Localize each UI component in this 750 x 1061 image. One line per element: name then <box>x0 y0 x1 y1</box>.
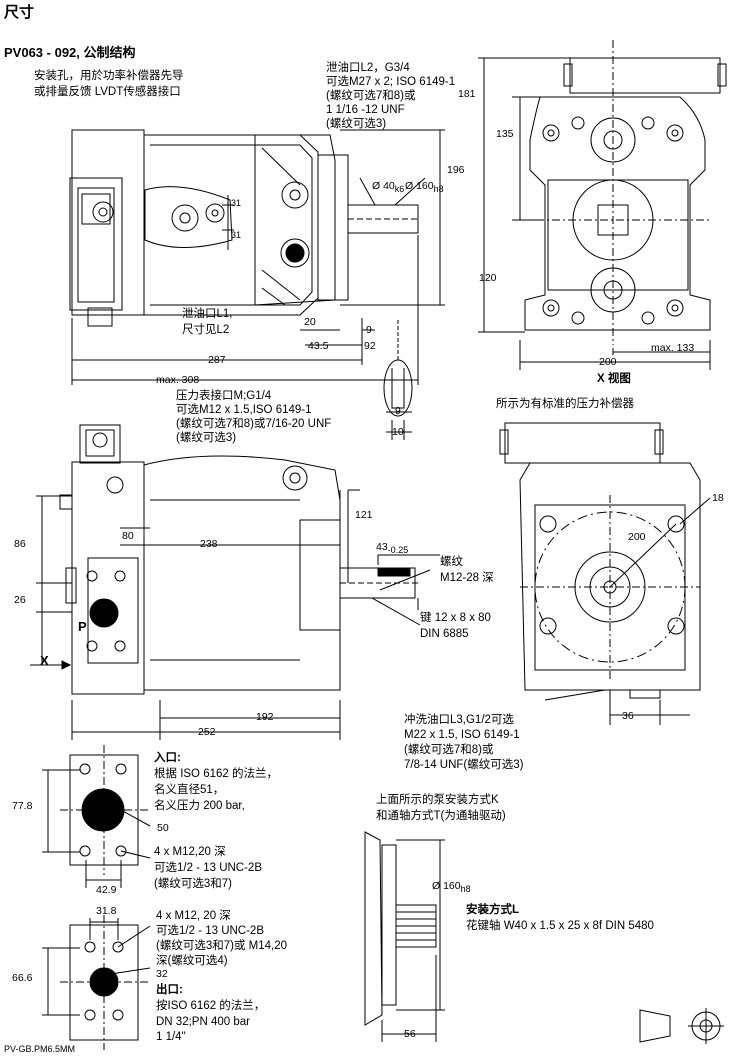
dim-181: 181 <box>458 88 476 100</box>
drain-l2-note-2: 可选M27 x 2; ISO 6149-1 <box>326 76 456 88</box>
dim-9-top: 9 <box>366 324 372 336</box>
drain-l2-note-3: (螺纹可选7和8)或 <box>326 90 416 102</box>
inlet-bolts-3: (螺纹可选3和7) <box>154 878 232 890</box>
front-view-outline <box>499 422 701 699</box>
top-view-dimensions <box>71 129 445 385</box>
dim-31-a: 31 <box>231 198 242 208</box>
gauge-port-note-1: 压力表接口M;G1/4 <box>176 390 272 402</box>
drain-l2-note-5: (螺纹可选3) <box>326 118 387 130</box>
dim-18: 18 <box>712 492 724 504</box>
spline-caption-1: 上面所示的泵安装方式K <box>376 794 499 806</box>
x-view-outline <box>520 40 727 345</box>
dim-36: 36 <box>622 710 634 722</box>
dim-252: 252 <box>198 726 216 738</box>
dim-max-133: max. 133 <box>651 342 695 354</box>
gauge-port-note-3: (螺纹可选7和8)或7/16-20 UNF <box>176 418 332 430</box>
dim-26: 26 <box>14 594 26 606</box>
dim-200-x: 200 <box>599 356 617 368</box>
outlet-bolts-3: (螺纹可选3和7)或 M14,20 <box>156 940 288 952</box>
dim-32: 32 <box>156 968 168 980</box>
x-view-caption: X 视图 <box>597 373 631 385</box>
shaft-diameter: Ø 40k6 <box>372 180 405 195</box>
flush-port-note-1: 冲洗油口L3,G1/2可选 <box>404 714 514 726</box>
drain-l2-note-1: 泄油口L2，G3/4 <box>326 62 410 74</box>
dim-80: 80 <box>122 530 134 542</box>
drain-l1-note-1: 泄油口L1, <box>182 308 233 320</box>
front-view-dimensions <box>544 497 711 725</box>
dim-56: 56 <box>404 1028 416 1040</box>
inlet-title: 入口: <box>154 752 181 764</box>
spline-caption-2: 和通轴方式T(为通轴驱动) <box>376 810 506 822</box>
gauge-port-note-4: (螺纹可选3) <box>176 432 237 444</box>
pilot-diameter: Ø 160h8 <box>405 180 444 195</box>
outlet-title: 出口: <box>156 984 183 996</box>
outlet-bolts-2: 可选1/2 - 13 UNC-2B <box>156 925 265 937</box>
page-title: 尺寸 <box>4 4 35 21</box>
projection-symbol <box>639 1008 724 1044</box>
key-note-1: 键 12 x 8 x 80 <box>420 612 491 624</box>
dim-43: 43-0.25 <box>376 541 409 556</box>
drain-l1-note-2: 尺寸见L2 <box>182 324 230 336</box>
dim-31-b: 31 <box>231 230 242 240</box>
dim-86: 86 <box>14 538 26 550</box>
mount-hole-note-1: 安装孔，用於功率补偿器先导 <box>34 70 184 82</box>
series-subtitle: PV063 - 092, 公制结构 <box>4 45 136 60</box>
dim-238: 238 <box>200 538 218 550</box>
outlet-desc-1: 按ISO 6162 的法兰， <box>156 1000 266 1012</box>
dim-196: 196 <box>447 164 465 176</box>
flush-port-note-3: (螺纹可选7和8)或 <box>404 744 494 756</box>
dim-43-5: 43.5 <box>308 340 329 352</box>
mount-hole-note-2: 或排量反馈 LVDT传感器接口 <box>34 86 181 98</box>
view-x-label: X <box>40 653 49 668</box>
dim-31-8: 31.8 <box>96 905 117 917</box>
dim-135: 135 <box>496 128 514 140</box>
mount-type-title: 安装方式L <box>466 904 520 916</box>
doc-code: PV-GB.PM6.5MM <box>4 1044 76 1054</box>
side-view-outline <box>59 424 420 695</box>
dim-max-308: max. 308 <box>156 374 200 386</box>
mount-type-desc: 花键轴 W40 x 1.5 x 25 x 8f DIN 5480 <box>466 920 654 932</box>
drain-l2-note-4: 1 1/16 -12 UNF <box>326 104 405 116</box>
dim-192: 192 <box>256 711 274 723</box>
thread-note-1: 螺纹 <box>440 556 463 568</box>
gauge-port-note-2: 可选M12 x 1.5,ISO 6149-1 <box>176 404 312 416</box>
outlet-flange-outline <box>42 915 151 1050</box>
dim-50: 50 <box>157 822 169 834</box>
dim-287: 287 <box>208 354 226 366</box>
flush-port-note-4: 7/8-14 UNF(螺纹可选3) <box>404 759 524 771</box>
dim-200-front: 200 <box>628 531 646 543</box>
port-p-label: P <box>78 619 87 634</box>
spline-pilot-diameter: Ø 160h8 <box>432 880 471 895</box>
dim-66-6: 66.6 <box>12 972 33 984</box>
outlet-bolts-1: 4 x M12, 20 深 <box>156 910 231 922</box>
key-note-2: DIN 6885 <box>420 628 469 640</box>
dim-92: 92 <box>364 340 376 352</box>
key-detail <box>383 320 413 440</box>
inlet-desc-1: 根据 ISO 6162 的法兰， <box>154 768 278 780</box>
spline-view-outline <box>364 831 445 1042</box>
side-view-dimensions <box>30 489 440 740</box>
dim-121: 121 <box>355 509 373 521</box>
inlet-desc-2: 名义直径51， <box>154 784 225 796</box>
outlet-bolts-4: 深(螺纹可选4) <box>156 955 228 967</box>
dim-42-9: 42.9 <box>96 884 117 896</box>
top-view-pump-outline <box>69 129 419 327</box>
dim-20: 20 <box>304 316 316 328</box>
outlet-desc-2: DN 32;PN 400 bar <box>156 1016 250 1028</box>
inlet-bolts-2: 可选1/2 - 13 UNC-2B <box>154 862 263 874</box>
key-dim-10: 10 <box>392 426 404 438</box>
thread-note-2: M12-28 深 <box>440 572 494 584</box>
inlet-desc-3: 名义压力 200 bar, <box>154 800 245 812</box>
dim-77-8: 77.8 <box>12 800 33 812</box>
key-dim-9: 9 <box>395 405 401 417</box>
front-view-caption: 所示为有标准的压力补偿器 <box>496 398 634 410</box>
outlet-desc-3: 1 1/4" <box>156 1031 186 1043</box>
inlet-bolts-1: 4 x M12,20 深 <box>154 846 226 858</box>
x-view-dimensions <box>478 57 711 370</box>
flush-port-note-2: M22 x 1.5, ISO 6149-1 <box>404 729 520 741</box>
dim-120: 120 <box>479 272 497 284</box>
inlet-flange-outline <box>42 745 151 888</box>
